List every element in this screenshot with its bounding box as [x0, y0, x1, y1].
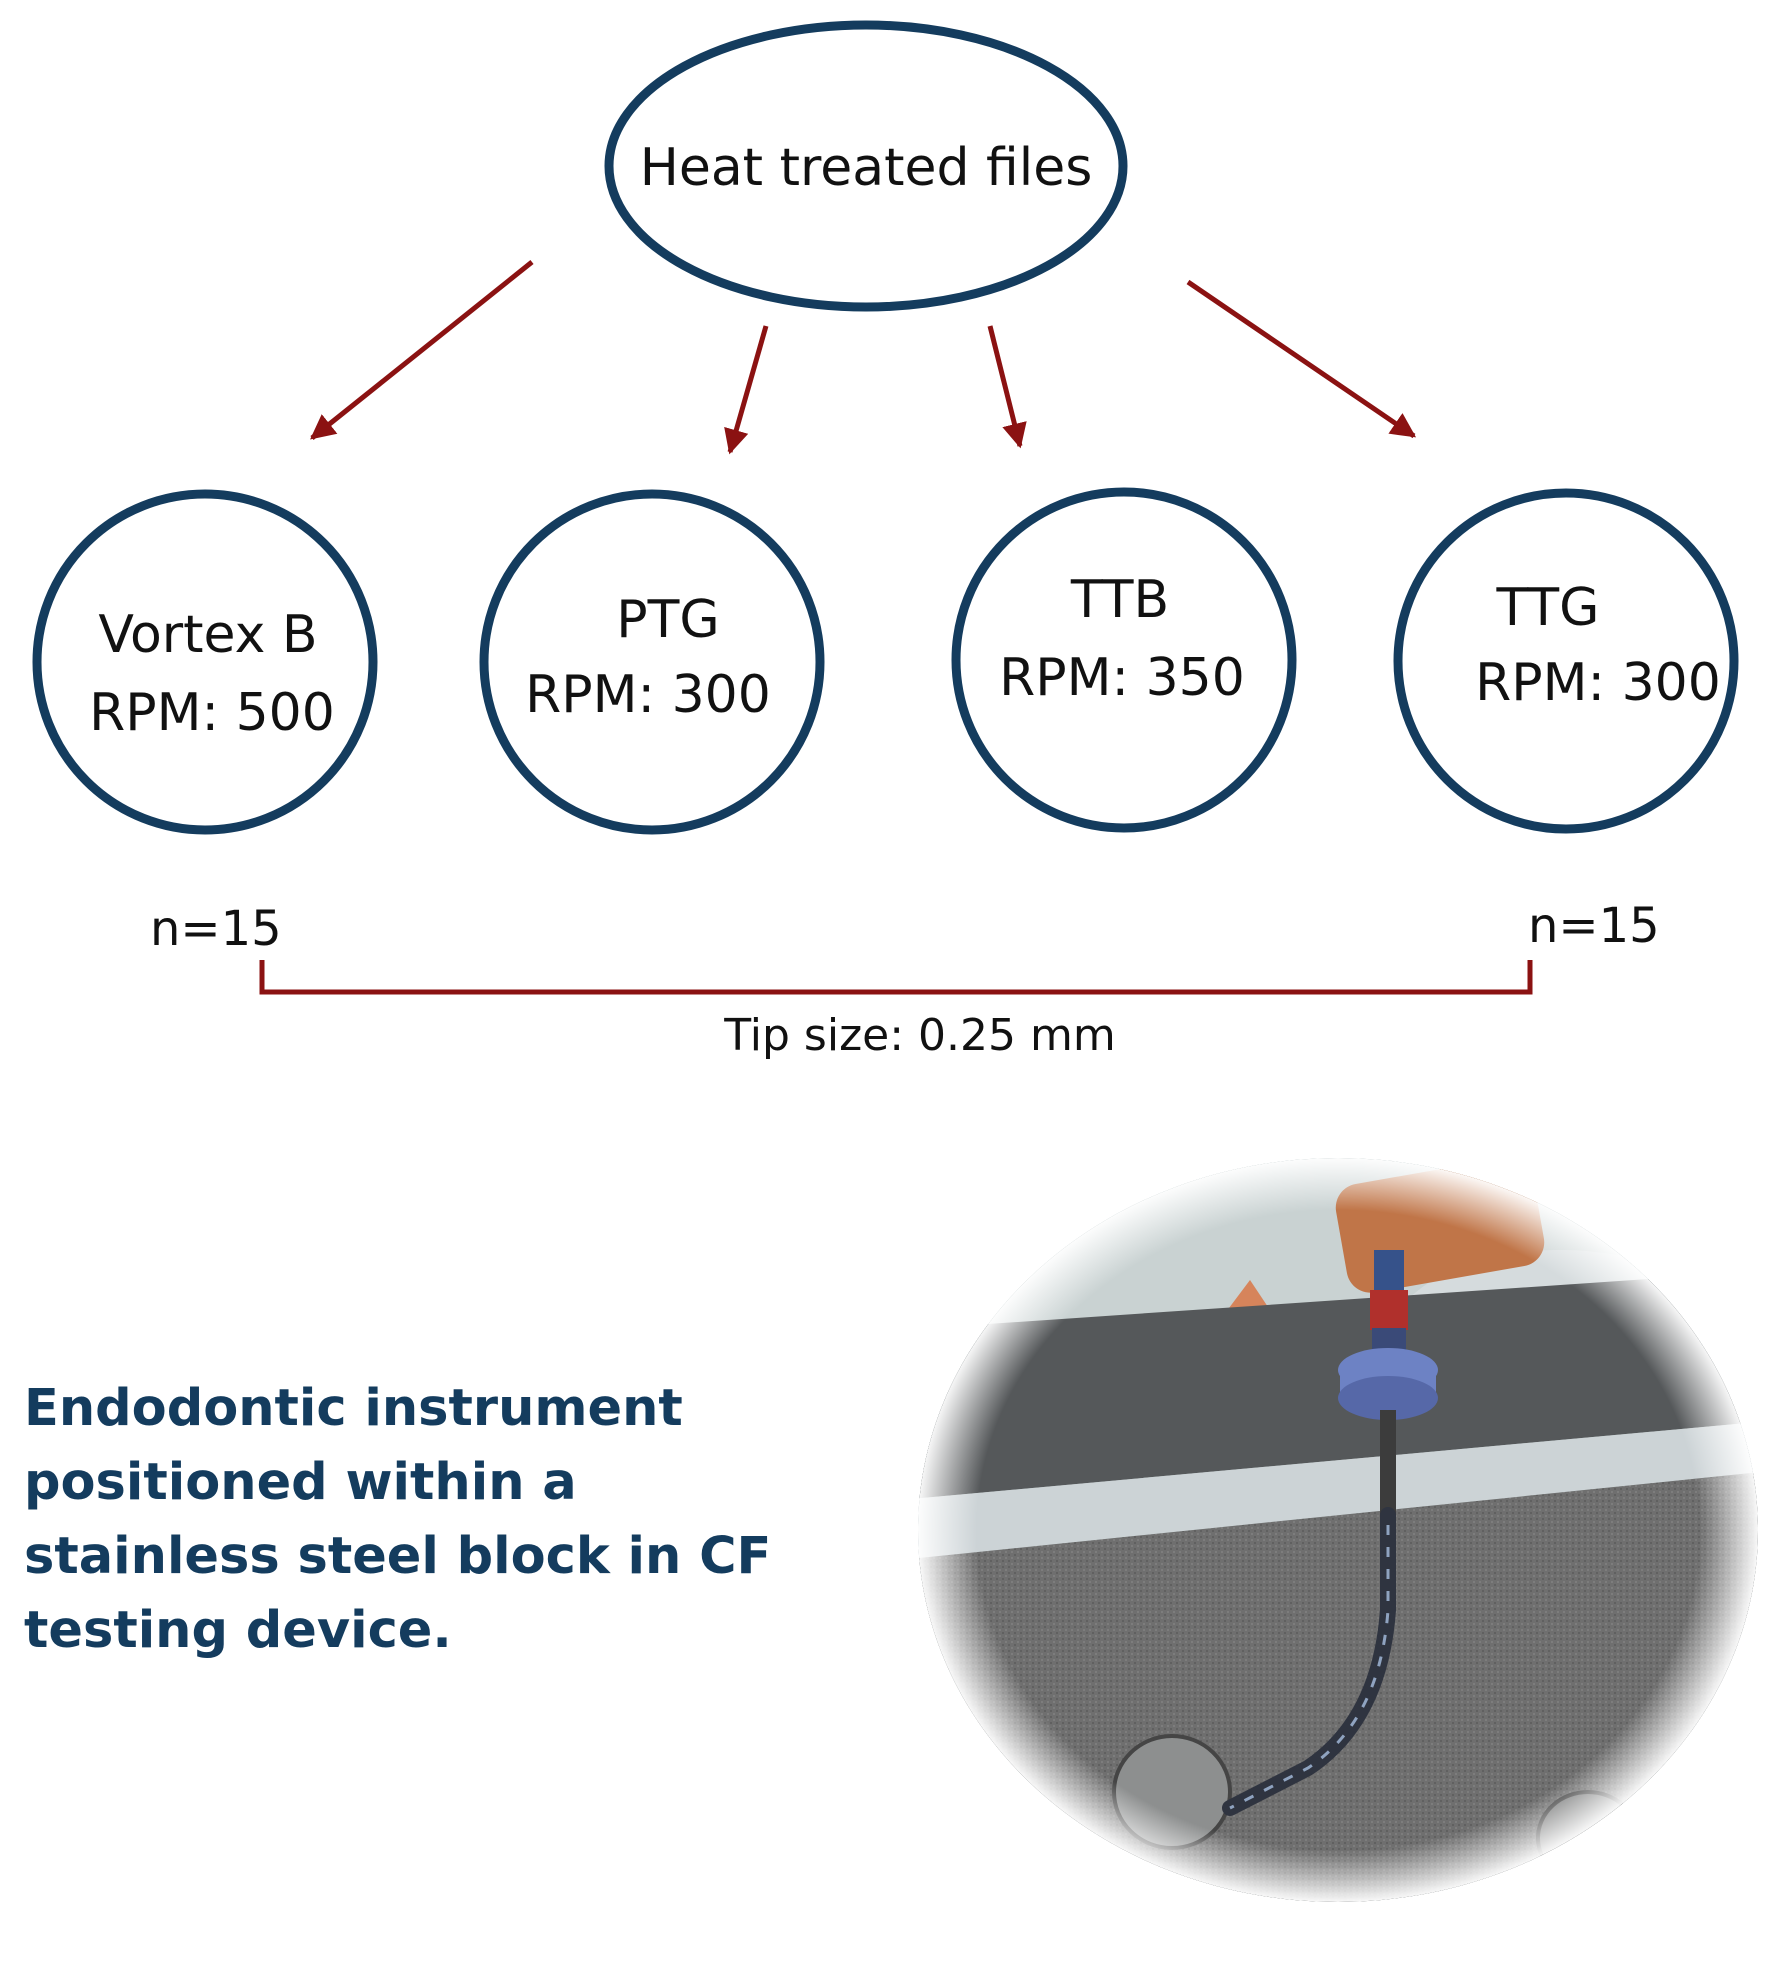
tip-size-label: Tip size: 0.25 mm — [723, 1010, 1115, 1061]
group-name-ttg: TTG — [1496, 578, 1600, 638]
sample-size-right: n=15 — [1528, 898, 1660, 954]
photo-caption: Endodontic instrument positioned within … — [24, 1379, 772, 1660]
group-rpm-ttb: RPM: 350 — [999, 648, 1245, 708]
group-name-ttb: TTB — [1070, 570, 1169, 630]
grouping-bracket — [259, 960, 1533, 995]
sample-size-left: n=15 — [150, 901, 282, 957]
arrow-to-ttg — [1186, 279, 1417, 439]
root-node-label: Heat treated files — [640, 138, 1093, 198]
group-rpm-ttg: RPM: 300 — [1475, 653, 1721, 713]
arrow-to-ptg — [724, 325, 769, 455]
arrow-to-vortex-b — [310, 260, 534, 440]
group-node-vortex-b — [32, 489, 378, 835]
arrow-to-ttb — [987, 325, 1027, 449]
group-rpm-ptg: RPM: 300 — [525, 665, 771, 725]
group-node-ptg — [479, 489, 825, 835]
group-node-ttb — [951, 487, 1297, 833]
root-node — [604, 20, 1128, 312]
group-name-ptg: PTG — [616, 590, 719, 650]
group-node-ttg — [1393, 488, 1739, 834]
group-name-vortex-b: Vortex B — [98, 605, 317, 665]
arrows — [310, 260, 1417, 455]
group-rpm-vortex-b: RPM: 500 — [89, 683, 335, 743]
testing-device-photo — [918, 1158, 1758, 1902]
